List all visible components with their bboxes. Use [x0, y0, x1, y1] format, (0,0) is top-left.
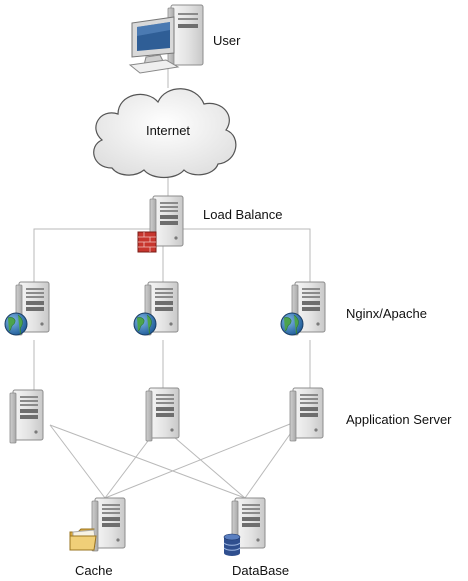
app-server-left: [9, 389, 44, 444]
globe-icon: [280, 312, 304, 336]
cloud-icon: [93, 88, 237, 179]
server-with-database-icon: [223, 497, 266, 556]
web-server-right: [280, 281, 326, 336]
globe-icon: [133, 312, 157, 336]
app-server-right: [289, 387, 324, 442]
desktop-computer-icon: [128, 4, 204, 74]
web-tier-label: Nginx/Apache: [346, 306, 427, 321]
web-server-center: [133, 281, 179, 336]
database-label: DataBase: [232, 563, 290, 578]
app-server-center: [145, 387, 180, 442]
user-label: User: [213, 33, 241, 48]
load-balance-label: Load Balance: [203, 207, 283, 222]
folder-icon: [69, 528, 97, 551]
web-server-left: [4, 281, 50, 336]
database-icon: [223, 533, 241, 556]
cache-label: Cache: [75, 563, 113, 578]
globe-icon: [4, 312, 28, 336]
internet-label: Internet: [145, 123, 191, 138]
app-tier-label: Application Server: [346, 412, 452, 427]
server-with-firewall-icon: [137, 195, 184, 253]
server-with-folder-icon: [69, 497, 126, 552]
